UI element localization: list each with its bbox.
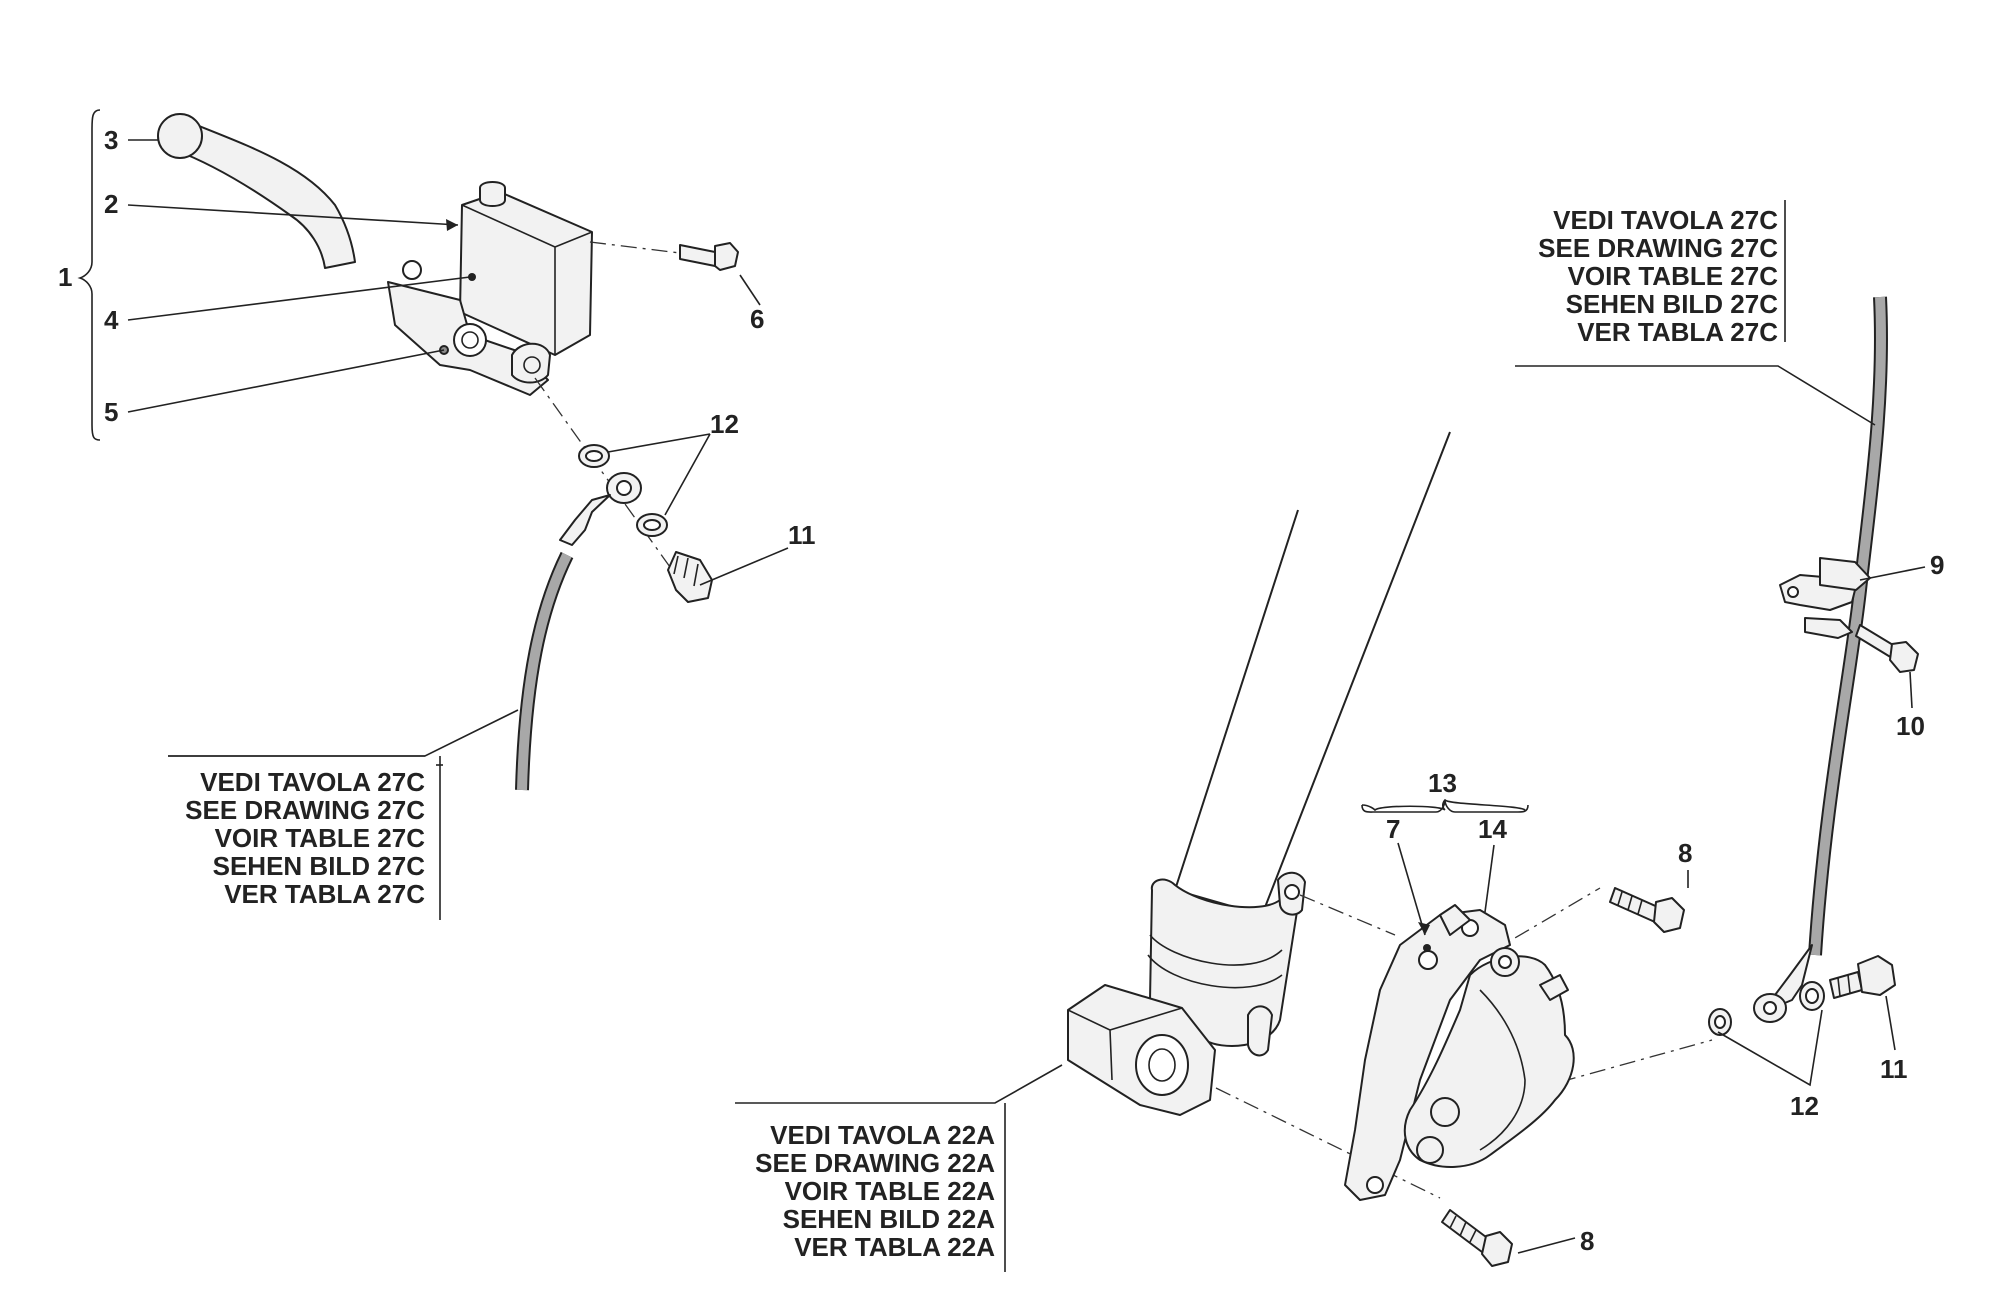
reference-line: VEDI TAVOLA 22A	[770, 1120, 995, 1150]
callout-8-upper: 8	[1678, 838, 1692, 868]
reference-line: VOIR TABLE 27C	[1568, 261, 1779, 291]
callout-2: 2	[104, 189, 118, 219]
reference-line: VER TABLA 27C	[1577, 317, 1778, 347]
left-leaders	[77, 109, 789, 920]
bolt-8-upper	[1609, 887, 1685, 933]
callout-11-right: 11	[1880, 1054, 1908, 1084]
callout-12-left: 12	[710, 409, 739, 439]
reference-line: SEE DRAWING 22A	[755, 1148, 995, 1178]
callout-8-lower: 8	[1580, 1226, 1594, 1256]
bolt-8-lower	[1441, 1209, 1513, 1267]
reference-line: VEDI TAVOLA 27C	[1553, 205, 1778, 235]
bolt-11-left	[667, 551, 713, 603]
callout-9: 9	[1930, 550, 1944, 580]
callout-numbers: 1 2 3 4 5 6 12 11 9 10 13 7 14 8 8 11 12	[58, 125, 1944, 1256]
left-banjo-fittings	[534, 377, 713, 603]
right-brake-hose	[1708, 296, 1919, 1036]
reference-line: SEHEN BILD 22A	[783, 1204, 996, 1234]
reference-block-fork: VEDI TAVOLA 22A SEE DRAWING 22A VOIR TAB…	[755, 1120, 995, 1262]
reference-line: VER TABLA 22A	[794, 1232, 995, 1262]
right-leaders	[735, 200, 1926, 1272]
reservoir-cap-post	[479, 181, 506, 207]
reference-line: VEDI TAVOLA 27C	[200, 767, 425, 797]
bolt-11-right	[1829, 971, 1863, 999]
callout-5: 5	[104, 397, 118, 427]
reference-line: SEE DRAWING 27C	[185, 795, 425, 825]
callout-13: 13	[1428, 768, 1457, 798]
callout-7: 7	[1386, 814, 1400, 844]
reference-block-left: VEDI TAVOLA 27C SEE DRAWING 27C VOIR TAB…	[185, 767, 425, 909]
lever-ball-end	[157, 113, 203, 159]
master-cylinder-assembly	[157, 113, 593, 396]
fork-stanchion	[1174, 431, 1451, 916]
reference-line: SEHEN BILD 27C	[213, 851, 426, 881]
reference-line: SEE DRAWING 27C	[1538, 233, 1778, 263]
brake-caliper	[1215, 887, 1713, 1201]
callout-3: 3	[104, 125, 118, 155]
callout-4: 4	[104, 305, 119, 335]
reference-line: VOIR TABLE 22A	[785, 1176, 996, 1206]
bolt-6	[589, 241, 739, 271]
callout-14: 14	[1478, 814, 1507, 844]
reference-line: VOIR TABLE 27C	[215, 823, 426, 853]
callout-1: 1	[58, 262, 72, 292]
fork-leg	[1067, 431, 1451, 1116]
left-brake-hose	[515, 551, 574, 791]
reference-line: SEHEN BILD 27C	[1566, 289, 1779, 319]
callout-6: 6	[750, 304, 764, 334]
brake-lever	[174, 117, 356, 269]
callout-11-left: 11	[788, 520, 816, 550]
reference-line: VER TABLA 27C	[224, 879, 425, 909]
callout-12-right: 12	[1790, 1091, 1819, 1121]
callout-10: 10	[1896, 711, 1925, 741]
reference-block-right: VEDI TAVOLA 27C SEE DRAWING 27C VOIR TAB…	[1538, 205, 1778, 347]
